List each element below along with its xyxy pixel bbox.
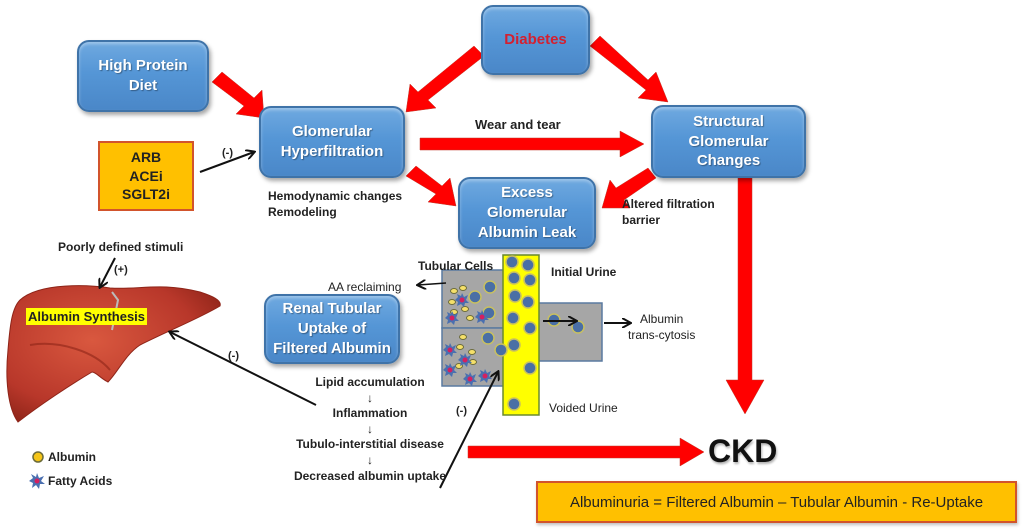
albumin-bound-particle [523, 321, 537, 335]
plus-sign: (+) [114, 264, 128, 276]
albumin-bound-particle [521, 258, 535, 272]
chain-arrow: ↓ [367, 452, 373, 467]
albumin-particle [461, 306, 469, 312]
high-protein-diet-box: High Protein Diet [77, 40, 209, 112]
minus-sign-drugs: (-) [222, 147, 233, 159]
legend-icons [29, 451, 45, 489]
arrow-structural-to-ckd [725, 177, 765, 415]
albumin-bound-particle [521, 295, 535, 309]
arrow-structural-to-leak [601, 167, 657, 209]
altered-barrier-label: Altered filtration barrier [622, 197, 715, 228]
albuminuria-formula: Albuminuria = Filtered Albumin – Tubular… [569, 493, 984, 511]
albumin-particle [466, 315, 474, 321]
chain-step: Tubulo-interstitial disease [296, 437, 444, 452]
chain-arrow: ↓ [367, 390, 373, 405]
arrow-stimuli-to-liver [100, 257, 116, 287]
structural-glomerular-changes-label: Structural Glomerular Changes [688, 112, 769, 170]
fatty-acid-particle [443, 343, 457, 357]
ckd-label: CKD [708, 433, 778, 469]
arrow-protein-to-hyperfiltration [211, 71, 265, 119]
fatty-acid-particle [455, 293, 469, 307]
chain-arrow: ↓ [367, 421, 373, 436]
arrow-hyperfiltration-to-leak [405, 165, 457, 207]
chain-step: Decreased albumin uptake [293, 468, 447, 483]
minus-sign-liver: (-) [228, 350, 239, 362]
albumin-circle-icon [32, 451, 44, 463]
legend-fatty-acids: Fatty Acids [48, 474, 112, 488]
albumin-bound-particle [523, 273, 537, 287]
albumin-bound-particle [468, 290, 482, 304]
red-arrows [211, 35, 765, 467]
arrow-diabetes-to-hyperfiltration [405, 45, 485, 113]
arrow-drugs-inhibit [199, 152, 254, 173]
chain-step: Lipid accumulation [315, 375, 425, 389]
chain-step: Inflammation [332, 406, 408, 421]
arrow-decreased-uptake-to-cells [439, 372, 498, 489]
albumin-particle [468, 349, 476, 355]
albumin-bound-particle [506, 311, 520, 325]
pathology-chain: Lipid accumulation ↓ Inflammation ↓ Tubu… [284, 375, 456, 484]
black-arrows [100, 152, 498, 489]
fatty-acid-particle [458, 353, 472, 367]
initial-urine-label: Initial Urine [551, 265, 617, 279]
tubular-cell-right [537, 302, 603, 362]
aa-reclaiming-label: AA reclaiming [328, 280, 402, 294]
albumin-bound-particle [505, 255, 519, 269]
glomerular-hyperfiltration-label: Glomerular Hyperfiltration [280, 123, 384, 160]
albumin-bound-particle [494, 343, 508, 357]
albuminuria-formula-box: Albuminuria = Filtered Albumin – Tubular… [536, 481, 1017, 523]
fatty-acid-star-icon [29, 473, 45, 489]
albumin-bound-particle [507, 271, 521, 285]
fatty-acid-particle [475, 310, 489, 324]
drug-box: ARB ACEi SGLT2i [98, 141, 194, 211]
albumin-bound-particle [523, 361, 537, 375]
albumin-bound-particle [507, 338, 521, 352]
fatty-acid-particle [445, 311, 459, 325]
albumin-bound-particle [571, 320, 585, 334]
diabetes-label: Diabetes [504, 31, 567, 49]
liver-illustration [6, 285, 221, 423]
glomerular-hyperfiltration-box: Glomerular Hyperfiltration [259, 106, 405, 178]
excess-albumin-leak-box: Excess Glomerular Albumin Leak [458, 177, 596, 249]
hemodynamic-label: Hemodynamic changes Remodeling [268, 189, 403, 220]
excess-albumin-leak-label: Excess Glomerular Albumin Leak [477, 184, 577, 241]
diabetes-box: Diabetes [481, 5, 590, 75]
renal-tubular-uptake-label: Renal Tubular Uptake of Filtered Albumin [273, 300, 391, 357]
albumin-particle [459, 285, 467, 291]
legend-albumin-label: Albumin [48, 450, 96, 464]
albumin-particle [459, 334, 467, 340]
albumin-particles [448, 255, 585, 411]
albumin-particle [448, 299, 456, 305]
tubule-diagram [418, 254, 630, 416]
fatty-acid-particle [463, 372, 477, 386]
drug-list: ARB ACEi SGLT2i [122, 148, 170, 203]
albumin-particle [456, 344, 464, 350]
legend-albumin: Albumin [48, 450, 96, 464]
albumin-bound-particle [483, 280, 497, 294]
albumin-bound-particle [481, 331, 495, 345]
arrow-wear-and-tear [419, 130, 645, 158]
arrow-tubular-to-ckd [467, 437, 705, 467]
albumin-particle [450, 288, 458, 294]
fatty-acid-particles [443, 293, 492, 386]
albumin-bound-particle [508, 289, 522, 303]
poorly-defined-stimuli-label: Poorly defined stimuli [58, 240, 184, 254]
renal-tubular-uptake-box: Renal Tubular Uptake of Filtered Albumin [264, 294, 400, 364]
minus-sign-uptake: (-) [456, 405, 467, 417]
structural-glomerular-changes-box: Structural Glomerular Changes [651, 105, 806, 178]
fatty-acid-particle [478, 369, 492, 383]
arrow-inflammation-to-liver [170, 332, 317, 406]
arrow-diabetes-to-structural [589, 35, 669, 103]
albumin-bound-particle [507, 397, 521, 411]
high-protein-diet-label: High Protein Diet [98, 57, 188, 94]
fatty-acid-particle [443, 363, 457, 377]
tubular-cells-label: Tubular Cells [418, 259, 494, 273]
wear-and-tear-label: Wear and tear [475, 117, 561, 132]
voided-urine-label: Voided Urine [549, 401, 618, 415]
legend-fatty-acids-label: Fatty Acids [48, 474, 113, 488]
albumin-synthesis-label: Albumin Synthesis [26, 308, 148, 325]
albumin-transcytosis-label: Albumin trans-cytosis [628, 312, 696, 343]
